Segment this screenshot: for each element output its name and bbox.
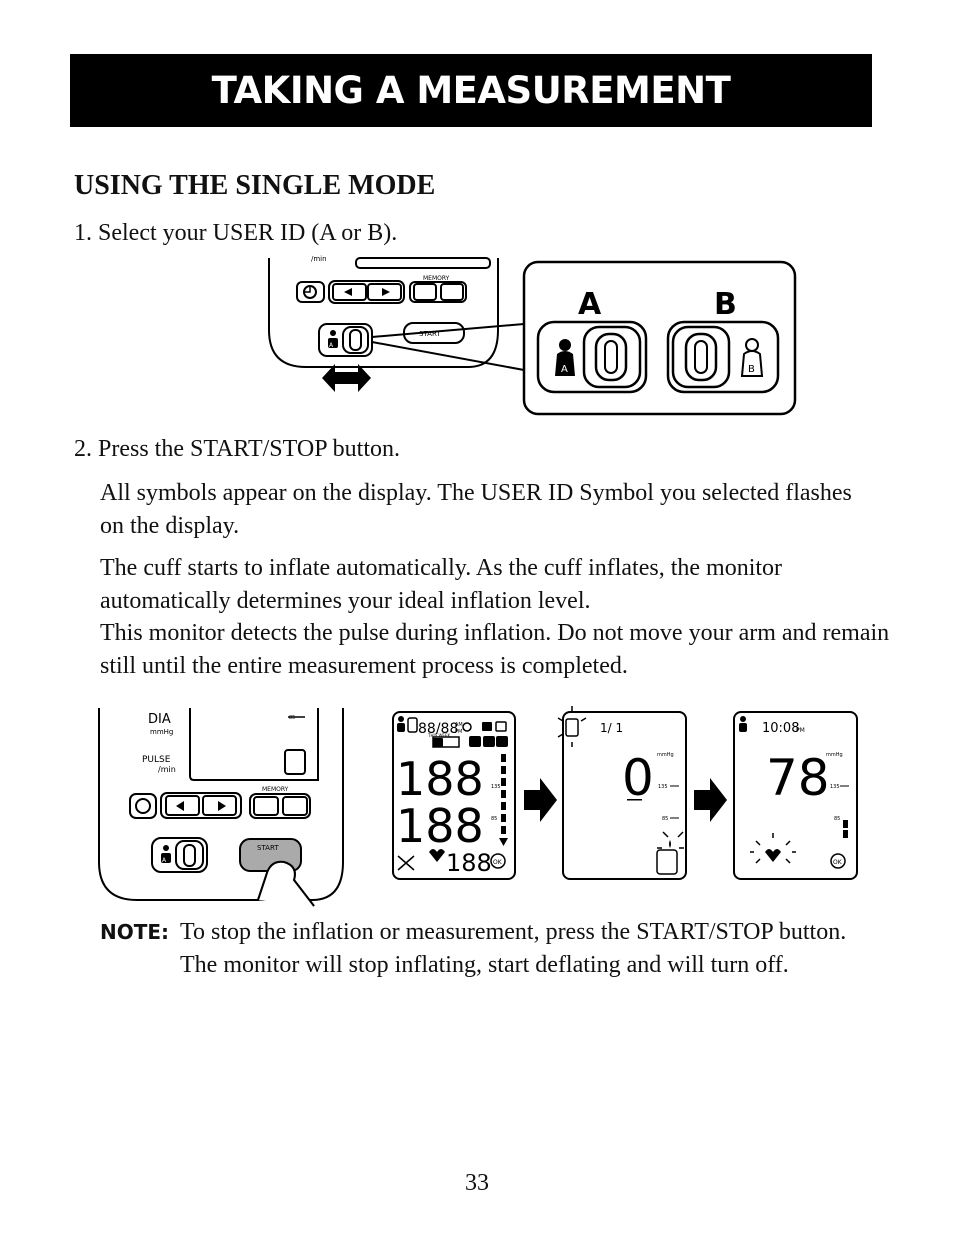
pulse-label: PULSE <box>142 755 171 765</box>
start-label: START <box>257 844 279 852</box>
display-inflating: 1/ 1 0 mmHg 135 85 <box>557 706 687 880</box>
arrow-2-icon <box>694 778 727 822</box>
display-all-85: 85 <box>491 816 497 822</box>
note-block: NOTE: To stop the inflation or measureme… <box>100 916 880 978</box>
display-all-135: 135 <box>491 784 501 790</box>
user-a-mini: A <box>329 342 334 349</box>
user-a-mini: A <box>162 857 167 864</box>
start-label: START <box>419 330 441 338</box>
paragraph-inflation-line1: The cuff starts to inflate automatically… <box>100 555 783 614</box>
display-result-time: 10:08 <box>762 721 799 736</box>
note-label: NOTE: <box>100 920 170 944</box>
paragraph-display-symbols: All symbols appear on the display. The U… <box>100 480 852 539</box>
step-2: 2. Press the START/STOP button. <box>74 436 401 462</box>
dia-label: DIA <box>148 712 171 727</box>
display-inflating-value: 0 <box>622 749 654 807</box>
display-all-time: 88/88 <box>418 721 458 737</box>
paragraph-inflation: The cuff starts to inflate automatically… <box>100 552 890 682</box>
user-b-icon-label: B <box>748 364 755 375</box>
display-result-unit: mmHg <box>826 752 843 758</box>
display-result-135: 135 <box>830 784 840 790</box>
display-all-week: THIS WEEK <box>427 733 450 738</box>
display-all-am: AM <box>455 722 463 728</box>
display-all-pulse: 188 <box>446 849 492 877</box>
display-inflating-date: 1/ 1 <box>600 721 623 735</box>
display-result: 10:08 PM 78 mmHg 135 85 OK <box>733 711 858 880</box>
per-min-label: /min <box>158 765 176 774</box>
page-title: TAKING A MEASUREMENT <box>211 69 731 112</box>
callout-label-a: A <box>578 287 602 322</box>
header-banner: TAKING A MEASUREMENT <box>70 54 872 127</box>
display-result-pm: PM <box>796 727 805 734</box>
display-all-pm: PM <box>455 729 462 735</box>
display-all-ok: OK <box>493 859 503 866</box>
callout-label-b: B <box>714 287 737 322</box>
section-heading: USING THE SINGLE MODE <box>74 170 436 201</box>
display-inflating-85: 85 <box>662 816 668 822</box>
memory-label: MEMORY <box>423 275 450 282</box>
display-all-sys: 188 <box>396 752 484 806</box>
scale-85-label: 85 <box>289 715 295 721</box>
arrow-1-icon <box>524 778 557 822</box>
display-result-value: 78 <box>766 749 830 807</box>
paragraph-inflation-line2: This monitor detects the pulse during in… <box>100 620 890 679</box>
display-inflating-unit: mmHg <box>657 752 674 758</box>
page-number: 33 <box>465 1170 489 1196</box>
display-all-dia: 188 <box>396 799 484 853</box>
display-inflating-135: 135 <box>658 784 668 790</box>
display-result-ok: OK <box>833 859 843 866</box>
note-text: To stop the inflation or measurement, pr… <box>180 919 847 978</box>
step-1: 1. Select your USER ID (A or B). <box>74 220 398 246</box>
mmhg-label: mmHg <box>150 728 173 736</box>
user-a-icon-label: A <box>561 364 568 375</box>
display-result-85: 85 <box>834 816 840 822</box>
display-all-symbols: 88/88 AM PM THIS WEEK 188 188 188 135 85… <box>392 711 516 880</box>
unit-label: /min <box>311 255 327 263</box>
memory-label: MEMORY <box>262 786 289 793</box>
